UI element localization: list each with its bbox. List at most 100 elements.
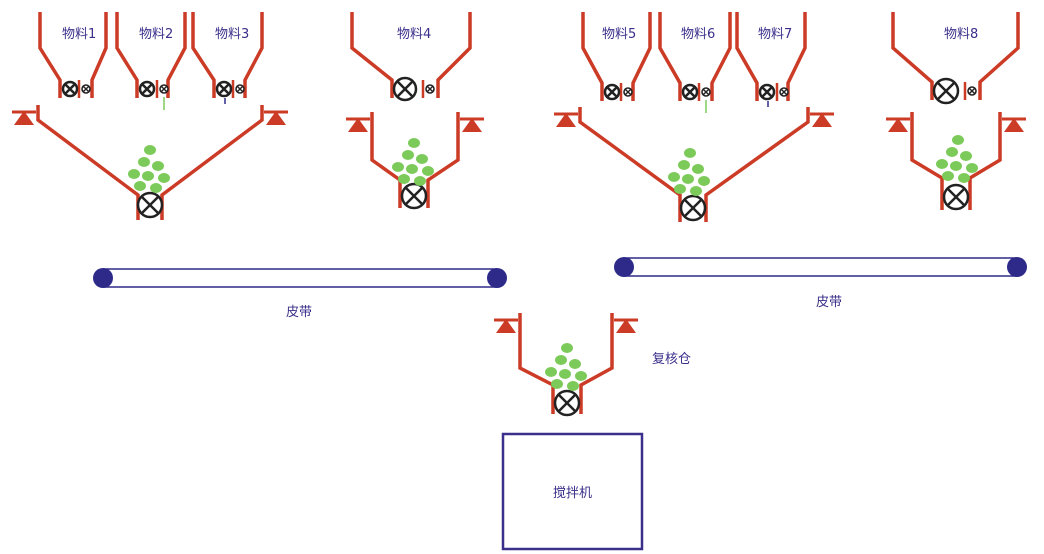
weigh-hopper-1-load-cell-right <box>266 111 286 125</box>
material-particle <box>674 184 686 194</box>
material-particle <box>569 359 581 369</box>
feed-valve-4 <box>392 76 418 102</box>
weigh-hopper-5-7-load-cell-left <box>556 113 576 127</box>
material-particle <box>158 173 170 183</box>
valve-cross <box>606 86 618 98</box>
material-particle <box>545 367 557 377</box>
feed-valve-8 <box>932 77 960 105</box>
belt-label-left: 皮带 <box>286 305 312 320</box>
material-particle <box>698 176 710 186</box>
valve-cross <box>761 86 773 98</box>
material-particle <box>398 174 410 184</box>
small-valve-5 <box>623 87 633 97</box>
belt-left-roller-left <box>93 268 113 288</box>
weigh-hopper-5-7-load-cell-right <box>812 113 832 127</box>
weigh-hopper-8-load-cell-right <box>1004 118 1024 132</box>
material-particle <box>402 150 414 160</box>
material-particle <box>142 171 154 181</box>
material-particle <box>408 138 420 148</box>
material-particle <box>942 171 954 181</box>
small-valve-1 <box>81 84 91 94</box>
small-valve-3 <box>235 84 245 94</box>
silo-wall-right-8 <box>978 12 1020 100</box>
silo-label-2: 物料2 <box>139 27 173 42</box>
material-particle <box>414 176 426 186</box>
silo-label-1: 物料1 <box>62 27 96 42</box>
valve-cross <box>946 187 966 207</box>
feed-valve-3 <box>215 80 233 98</box>
material-particle <box>952 135 964 145</box>
discharge-valve-5-7 <box>679 194 707 222</box>
silo-wall-left-7 <box>735 12 759 101</box>
material-particle <box>684 148 696 158</box>
material-particle <box>150 183 162 193</box>
valve-cross <box>218 83 230 95</box>
silo-wall-right-5 <box>631 12 652 101</box>
review-bin-wall-left <box>518 313 555 414</box>
material-particle <box>422 166 434 176</box>
weigh-hopper-1-wall-right <box>160 105 264 220</box>
silo-wall-right-4 <box>436 12 472 98</box>
valve-cross <box>140 195 160 215</box>
material-particle <box>567 381 579 391</box>
valve-cross <box>426 85 434 93</box>
valve-cross <box>160 85 168 93</box>
belt-label-right: 皮带 <box>816 295 842 310</box>
material-particle <box>936 159 948 169</box>
valve-cross <box>683 198 703 218</box>
material-particle <box>138 157 150 167</box>
material-particle <box>128 169 140 179</box>
review-bin-wall-right <box>579 313 614 414</box>
silo-wall-left-3 <box>191 12 216 98</box>
review-bin-load-cell-right <box>616 319 636 333</box>
mixer-box <box>501 432 644 551</box>
valve-cross <box>557 393 577 413</box>
material-particle <box>958 173 970 183</box>
small-valve-7 <box>779 87 789 97</box>
weigh-hopper-4-wall-left <box>370 112 402 208</box>
weigh-hopper-5-7-wall-right <box>704 107 810 222</box>
belt-right-roller-left <box>614 257 634 277</box>
material-particle <box>559 369 571 379</box>
weigh-hopper-5-7-wall-left <box>578 107 682 222</box>
review-bin-load-cell-left <box>496 319 516 333</box>
material-particle <box>950 161 962 171</box>
feed-valve-1 <box>61 80 79 98</box>
silo-wall-right-2 <box>166 12 187 98</box>
feed-valve-7 <box>758 83 776 101</box>
material-particle <box>406 164 418 174</box>
small-valve-2 <box>159 84 169 94</box>
review-bin-label: 复核仓 <box>652 352 691 367</box>
material-particle <box>960 151 972 161</box>
valve-cross <box>684 86 696 98</box>
material-particle <box>966 163 978 173</box>
valve-cross <box>624 88 632 96</box>
feed-valve-6 <box>681 83 699 101</box>
discharge-valve-4 <box>400 182 428 210</box>
belt-left-roller-right <box>487 268 507 288</box>
silo-wall-left-5 <box>581 12 604 101</box>
weigh-hopper-4-wall-right <box>426 112 460 208</box>
small-valve-4 <box>425 84 435 94</box>
silo-label-8: 物料8 <box>944 27 978 42</box>
material-particle <box>946 147 958 157</box>
material-particle <box>692 164 704 174</box>
discharge-valve-8 <box>942 183 970 211</box>
silo-wall-left-2 <box>115 12 139 98</box>
silo-label-6: 物料6 <box>681 27 715 42</box>
material-particle <box>678 160 690 170</box>
small-valve-6 <box>701 87 711 97</box>
silo-wall-left-1 <box>38 12 62 98</box>
discharge-valve-1 <box>136 191 164 219</box>
silo-label-3: 物料3 <box>215 27 249 42</box>
weigh-hopper-4-load-cell-right <box>462 118 482 132</box>
weigh-hopper-8-wall-left <box>910 112 944 210</box>
valve-cross <box>82 85 90 93</box>
valve-cross <box>702 88 710 96</box>
silo-label-5: 物料5 <box>602 27 636 42</box>
material-particle <box>575 371 587 381</box>
silo-wall-right-7 <box>786 12 807 101</box>
silo-wall-left-6 <box>658 12 682 101</box>
material-particle <box>561 343 573 353</box>
